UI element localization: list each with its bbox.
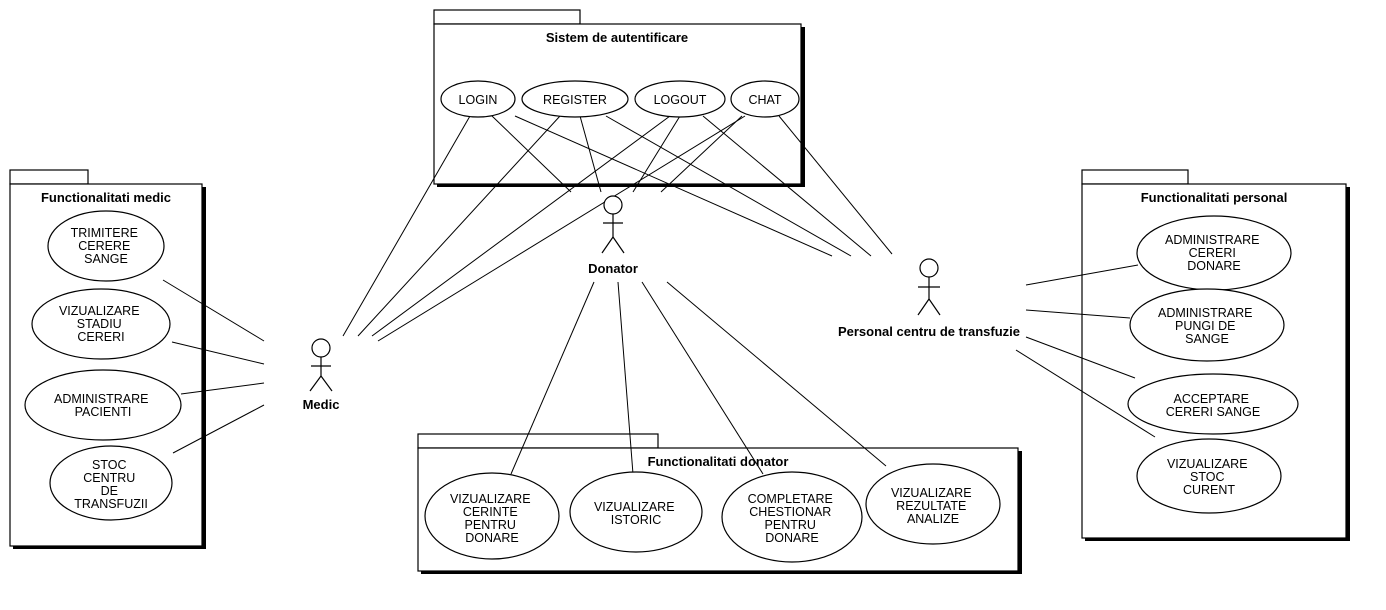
stick-figure-icon <box>601 195 625 254</box>
assoc-medic-stadiu <box>171 341 265 365</box>
package-title-medic: Functionalitati medic <box>41 190 171 205</box>
use-case-label: VIZUALIZARE STADIU CERERI <box>59 304 143 344</box>
use-case-logout[interactable]: LOGOUT <box>634 80 726 118</box>
use-case-vizualizare-stadiu-cereri[interactable]: VIZUALIZARE STADIU CERERI <box>31 288 171 360</box>
use-case-stoc-centru-transfuzii[interactable]: STOC CENTRU DE TRANSFUZII <box>49 445 173 521</box>
assoc-donator-rezultate <box>666 281 887 467</box>
assoc-personal-pungi <box>1025 309 1131 319</box>
assoc-medic-pacienti <box>180 382 265 395</box>
use-case-label: ACCEPTARE CERERI SANGE <box>1166 392 1260 419</box>
use-case-label: VIZUALIZARE STOC CURENT <box>1167 457 1251 497</box>
use-case-label: COMPLETARE CHESTIONAR PENTRU DONARE <box>748 492 837 545</box>
actor-label-personal: Personal centru de transfuzie <box>838 324 1020 339</box>
use-case-label: ADMINISTRARE PACIENTI <box>54 392 152 419</box>
actor-label-medic: Medic <box>303 397 340 412</box>
assoc-donator-chestionar <box>641 281 764 475</box>
assoc-donator-cerinte <box>510 281 595 475</box>
assoc-medic-logout <box>371 115 671 337</box>
use-case-vizualizare-cerinte-donare[interactable]: VIZUALIZARE CERINTE PENTRU DONARE <box>424 472 560 560</box>
assoc-personal-acceptare <box>1025 336 1136 379</box>
assoc-donator-logout <box>632 115 681 193</box>
use-case-completare-chestionar[interactable]: COMPLETARE CHESTIONAR PENTRU DONARE <box>721 471 863 563</box>
actor-personal[interactable]: Personal centru de transfuzie <box>838 258 1020 339</box>
use-case-label: VIZUALIZARE REZULTATE ANALIZE <box>891 486 975 526</box>
assoc-medic-stoc <box>172 404 265 454</box>
actor-label-donator: Donator <box>588 261 638 276</box>
associations <box>162 115 1156 475</box>
assoc-donator-login <box>491 115 572 193</box>
use-case-acceptare-cereri-sange[interactable]: ACCEPTARE CERERI SANGE <box>1127 373 1299 435</box>
use-case-vizualizare-rezultate-analize[interactable]: VIZUALIZARE REZULTATE ANALIZE <box>865 463 1001 545</box>
use-case-label: VIZUALIZARE ISTORIC <box>594 500 678 527</box>
use-case-administrare-pungi-sange[interactable]: ADMINISTRARE PUNGI DE SANGE <box>1129 288 1285 362</box>
assoc-medic-login <box>342 115 471 337</box>
assoc-personal-logout <box>702 115 872 257</box>
use-case-label: REGISTER <box>543 93 607 107</box>
use-case-chat[interactable]: CHAT <box>730 80 800 118</box>
actor-donator[interactable]: Donator <box>588 195 638 276</box>
use-case-login[interactable]: LOGIN <box>440 80 516 118</box>
assoc-donator-chat <box>660 115 743 193</box>
assoc-medic-register <box>357 115 561 337</box>
use-case-label: ADMINISTRARE PUNGI DE SANGE <box>1158 306 1256 346</box>
use-case-label: STOC CENTRU DE TRANSFUZII <box>74 458 148 511</box>
use-case-administrare-cereri-donare[interactable]: ADMINISTRARE CERERI DONARE <box>1136 215 1292 291</box>
stick-figure-icon <box>309 338 333 392</box>
use-case-administrare-pacienti[interactable]: ADMINISTRARE PACIENTI <box>24 369 182 441</box>
actor-medic[interactable]: Medic <box>303 338 340 412</box>
package-title-donator: Functionalitati donator <box>648 454 789 469</box>
assoc-donator-register <box>579 115 602 193</box>
assoc-personal-cereri-donare <box>1025 264 1139 286</box>
use-case-vizualizare-istoric[interactable]: VIZUALIZARE ISTORIC <box>569 471 703 553</box>
stick-figure-icon <box>917 258 941 316</box>
assoc-personal-login <box>514 115 833 257</box>
assoc-personal-chat <box>778 115 893 255</box>
use-case-label: TRIMITERE CERERE SANGE <box>71 226 142 266</box>
use-case-vizualizare-stoc-curent[interactable]: VIZUALIZARE STOC CURENT <box>1136 438 1282 514</box>
package-title-auth: Sistem de autentificare <box>546 30 688 45</box>
use-case-register[interactable]: REGISTER <box>521 80 629 118</box>
use-case-label: LOGIN <box>459 93 498 107</box>
assoc-medic-trimitere <box>162 279 265 342</box>
use-case-trimitere-cerere-sange[interactable]: TRIMITERE CERERE SANGE <box>47 210 165 282</box>
assoc-personal-stoc <box>1015 349 1156 438</box>
package-title-personal: Functionalitati personal <box>1141 190 1288 205</box>
assoc-medic-chat <box>377 115 746 342</box>
use-case-label: VIZUALIZARE CERINTE PENTRU DONARE <box>450 492 534 545</box>
assoc-donator-istoric <box>617 281 634 475</box>
use-case-label: LOGOUT <box>654 93 707 107</box>
use-case-label: ADMINISTRARE CERERI DONARE <box>1165 233 1263 273</box>
assoc-personal-register <box>605 115 852 257</box>
use-case-label: CHAT <box>748 93 781 107</box>
